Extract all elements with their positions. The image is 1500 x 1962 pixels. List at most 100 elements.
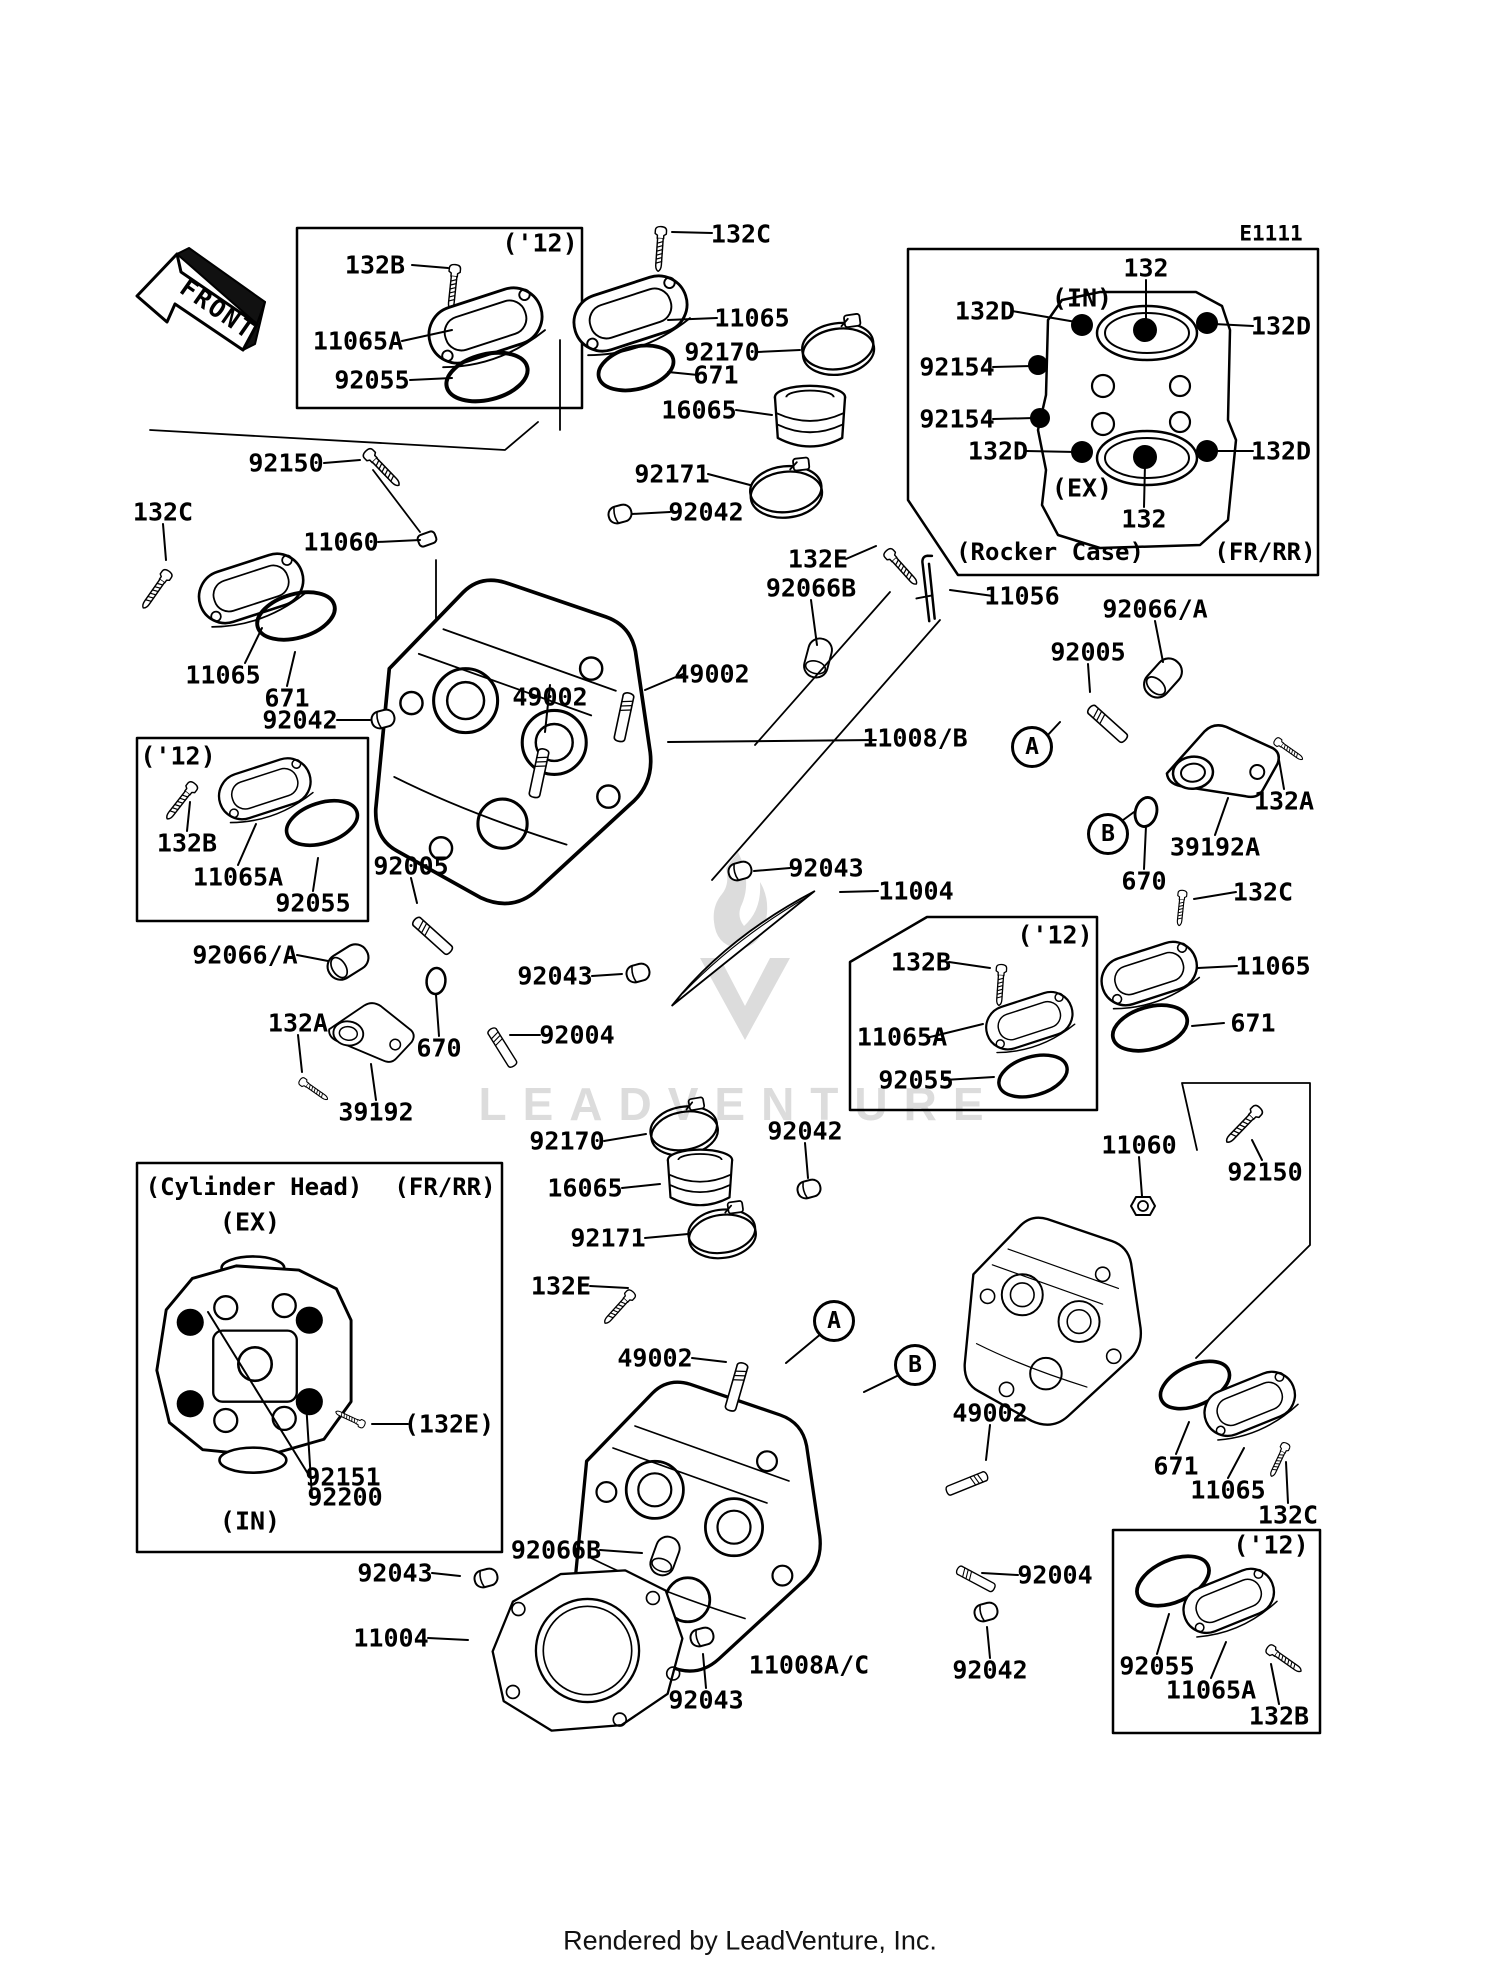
part-label: 92171 — [570, 1223, 646, 1253]
leader-lines — [162, 231, 1289, 1705]
box-cylinder-head-view — [135, 1161, 504, 1554]
part-label: 11065 — [1235, 951, 1311, 981]
part-label: (132E) — [403, 1409, 495, 1439]
box-valve-cover-12-bottom — [1111, 1528, 1322, 1735]
part-label: 132B — [890, 947, 952, 977]
part-label: 92066B — [510, 1535, 602, 1565]
part-label: 132D — [1250, 436, 1312, 466]
part-label: 132A — [267, 1008, 329, 1038]
box-valve-cover-12-mid — [848, 915, 1099, 1112]
part-label: 49002 — [512, 682, 588, 712]
part-label: E1111 — [1239, 221, 1303, 246]
part-label: 11060 — [1101, 1130, 1177, 1160]
watermark-text: LEADVENTURE — [478, 1078, 1000, 1130]
part-label: 92042 — [668, 497, 744, 527]
part-label: 92004 — [539, 1020, 615, 1050]
part-label: 11065A — [856, 1022, 948, 1052]
part-label: 49002 — [674, 659, 750, 689]
part-label: 92042 — [262, 705, 338, 735]
part-label: 92043 — [517, 961, 593, 991]
part-label: 132D — [954, 296, 1016, 326]
part-label: 132 — [1121, 504, 1167, 534]
part-label: 11065 — [1190, 1475, 1266, 1505]
part-label: 92005 — [373, 851, 449, 881]
part-label: 16065 — [661, 395, 737, 425]
part-label: 92154 — [919, 352, 995, 382]
view-callout-a: A — [1011, 726, 1053, 768]
part-label: 92055 — [275, 888, 351, 918]
part-label: 39192 — [338, 1097, 414, 1127]
part-label: ('12) — [502, 228, 578, 258]
footer-credit: Rendered by LeadVenture, Inc. — [563, 1925, 937, 1956]
part-label: (FR/RR) — [1214, 538, 1316, 566]
part-label: 11008A/C — [748, 1650, 870, 1680]
part-label: 11065 — [714, 303, 790, 333]
part-label: 92055 — [334, 365, 410, 395]
part-label: 132B — [156, 828, 218, 858]
part-label: 132C — [1232, 877, 1294, 907]
construction-lines — [149, 339, 1311, 1359]
part-label: (IN) — [219, 1506, 281, 1536]
part-label: 16065 — [547, 1173, 623, 1203]
part-label: ('12) — [1233, 1530, 1309, 1560]
view-callout-a: A — [813, 1300, 855, 1342]
part-label: 11065 — [185, 660, 261, 690]
part-label: 11056 — [984, 581, 1060, 611]
part-label: 92150 — [248, 448, 324, 478]
part-label: 92042 — [952, 1655, 1028, 1685]
part-label: 92043 — [357, 1558, 433, 1588]
view-callout-b: B — [894, 1344, 936, 1386]
part-label: 49002 — [617, 1343, 693, 1373]
part-label: 132C — [710, 219, 772, 249]
part-label: 39192A — [1169, 832, 1261, 862]
part-label: 92170 — [684, 337, 760, 367]
part-label: 11004 — [878, 876, 954, 906]
watermark-logo — [700, 852, 790, 1040]
part-label: 92042 — [767, 1116, 843, 1146]
part-label: 670 — [416, 1033, 462, 1063]
small-parts — [296, 446, 1306, 1650]
part-label: 671 — [264, 683, 310, 713]
part-label: 132A — [1253, 786, 1315, 816]
part-label: (FR/RR) — [394, 1173, 496, 1201]
part-label: 92150 — [1227, 1157, 1303, 1187]
part-label: 11065A — [312, 326, 404, 356]
part-label: 11004 — [353, 1623, 429, 1653]
rocker-case-art — [1028, 290, 1238, 550]
part-label: 11008/B — [862, 723, 968, 753]
box-valve-cover-12-left — [135, 736, 370, 923]
part-label: 132 — [1123, 253, 1169, 283]
part-label: 132C — [132, 497, 194, 527]
part-label: 132D — [967, 436, 1029, 466]
part-label: 92200 — [307, 1482, 383, 1512]
part-label: 670 — [1121, 866, 1167, 896]
part-label: 671 — [693, 360, 739, 390]
part-label: 671 — [1153, 1451, 1199, 1481]
part-label: ('12) — [1017, 920, 1093, 950]
view-callout-b: B — [1087, 813, 1129, 855]
part-label: ('12) — [140, 741, 216, 771]
part-label: 92043 — [788, 853, 864, 883]
part-label: 671 — [1230, 1008, 1276, 1038]
part-label: (IN) — [1051, 283, 1113, 313]
part-label: 11065A — [192, 862, 284, 892]
part-label: 92066/A — [192, 940, 298, 970]
part-label: 132E — [530, 1271, 592, 1301]
part-label: 11065A — [1165, 1675, 1257, 1705]
part-label: 132B — [1248, 1701, 1310, 1731]
part-label: 92151 — [305, 1462, 381, 1492]
part-label: 11060 — [303, 527, 379, 557]
part-label: 92055 — [1119, 1651, 1195, 1681]
part-label: 92066/A — [1102, 594, 1208, 624]
part-label: (EX) — [1051, 473, 1113, 503]
part-label: 92171 — [634, 459, 710, 489]
part-label: 92055 — [878, 1065, 954, 1095]
part-label: (Cylinder Head) — [145, 1173, 363, 1201]
part-label: 132B — [344, 250, 406, 280]
part-label: 92154 — [919, 404, 995, 434]
part-label: 132E — [787, 544, 849, 574]
